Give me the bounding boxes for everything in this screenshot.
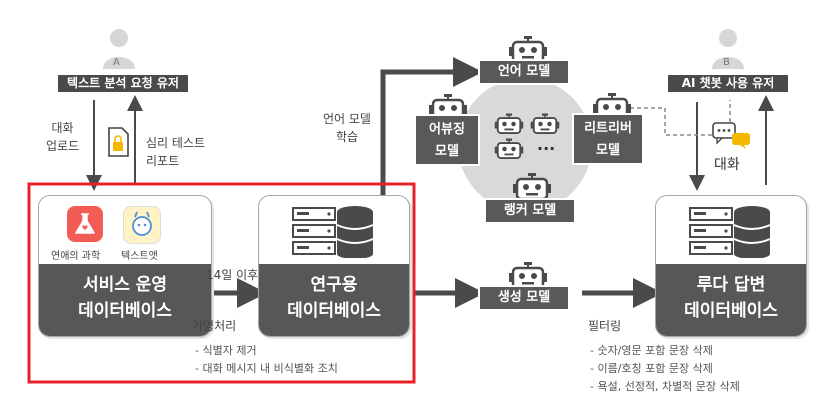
abusing-model-label: 어뷰징 모델 [429,122,465,159]
luda-db-title: 루다 답변 데이터베이스 [656,264,806,336]
research-db-card: 연구용 데이터베이스 [258,195,410,337]
user-a-label: 텍스트 분석 요청 유저 [58,75,188,92]
luda-db-card: 루다 답변 데이터베이스 [655,195,807,337]
research-db-title: 연구용 데이터베이스 [259,264,409,336]
small-robot-icon-3 [494,138,524,159]
app-textat-label: 텍스트앳 [121,251,158,262]
retriever-model-box: 리트리버 모델 [572,113,644,165]
user-b-avatar-icon [712,29,744,69]
server-database-icon [689,206,771,258]
filtering-label: 필터링 [588,319,622,333]
app-science-icon [67,206,103,242]
dashed-connector [630,100,731,136]
user-b: B AI 챗봇 사용 유저 [668,27,788,97]
ranker-model-label: 랭커 모델 [503,203,557,218]
language-model-label: 언어 모델 [497,64,551,79]
user-a: A 텍스트 분석 요청 유저 [58,27,188,97]
user-a-letter: A [113,57,120,68]
generation-model-box: 생성 모델 [478,285,570,311]
anonymize-note-2: - 대화 메시지 내 비식별화 조치 [195,362,338,375]
user-b-label: AI 챗봇 사용 유저 [668,75,788,92]
anonymize-note-1: - 식별자 제거 [195,344,257,357]
service-db-card: 연애의 과학 텍스트앳 서비스 운영 데이터베이스 [38,195,212,337]
small-robot-icon-2 [530,113,560,134]
generation-model-label: 생성 모델 [497,290,551,305]
ranker-model-robot-icon [513,173,551,201]
model-cluster-circle [458,78,592,212]
retriever-model-label: 리트리버 모델 [584,121,632,158]
app-science-label: 연애의 과학 [51,251,101,262]
lock-icon [108,127,129,157]
language-model-box: 언어 모델 [478,59,570,85]
chat-bubbles-icon [712,122,750,149]
small-robot-icon-1 [494,113,524,134]
train-arrow [380,57,483,195]
filter-note-1: - 숫자/영문 포함 문장 삭제 [590,344,713,357]
user-b-letter: B [723,57,730,68]
chat-label: 대화 [714,157,740,173]
user-a-avatar-icon [103,29,135,69]
upload-label: 대화 업로드 [46,121,80,153]
abusing-model-box: 어뷰징 모델 [414,114,480,166]
report-label: 심리 테스트 리포트 [146,136,206,168]
highlight-box [27,182,416,384]
filter-note-3: - 욕설, 선정적, 차별적 문장 삭제 [590,380,740,393]
app-textat-icon [123,206,161,244]
server-database-icon [292,206,374,258]
more-models-dots: ··· [537,139,556,158]
ranker-model-box: 랭커 모델 [484,198,576,224]
train-label: 언어 모델 학습 [323,112,371,144]
service-db-title: 서비스 운영 데이터베이스 [39,264,211,336]
filter-note-2: - 이름/호칭 포함 문장 삭제 [590,362,713,375]
anonymize-label: 가명처리 [192,319,237,333]
after14-label: 14일 이후 [206,268,259,282]
